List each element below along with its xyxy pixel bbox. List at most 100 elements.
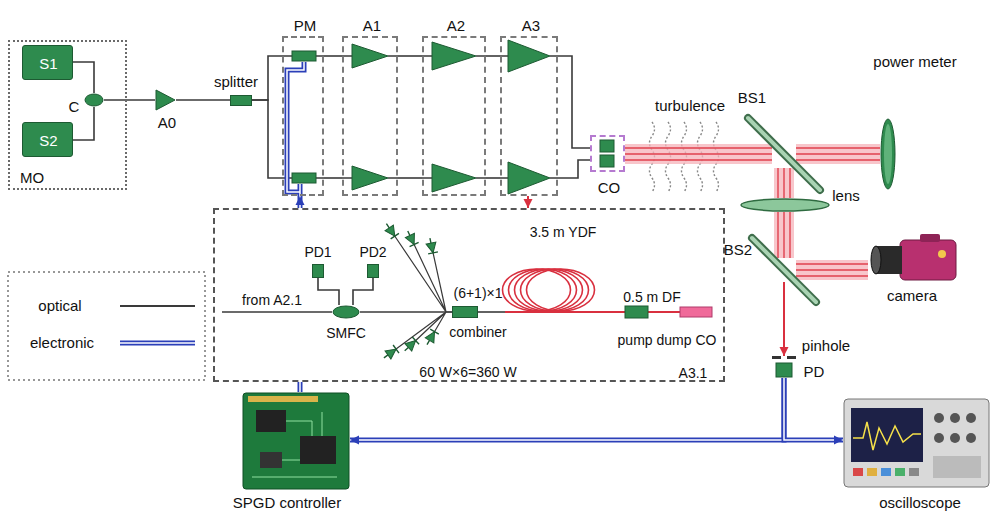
collimator xyxy=(600,155,614,167)
amplifier-symbol xyxy=(508,40,550,72)
connector xyxy=(778,168,790,198)
detector-face xyxy=(884,124,892,184)
connector xyxy=(780,282,789,356)
connector xyxy=(324,56,342,57)
pinhole-plate xyxy=(787,356,796,359)
seed-source-box: S2 xyxy=(22,122,73,157)
label-text: turbulence xyxy=(655,97,725,114)
arrowhead xyxy=(834,436,843,445)
connector xyxy=(73,62,94,93)
connector xyxy=(486,178,500,179)
amplifier-symbol xyxy=(352,166,388,190)
lens-shape xyxy=(740,198,830,212)
connector xyxy=(558,160,590,178)
scope-button xyxy=(881,468,891,476)
collimator-box: CO xyxy=(590,135,625,172)
fiber-coil-shape xyxy=(505,262,592,318)
legend-frame xyxy=(8,272,205,380)
connector xyxy=(778,212,790,258)
label-text: optical xyxy=(38,297,81,314)
scope-button xyxy=(909,468,919,476)
connector xyxy=(558,56,590,148)
beam-band xyxy=(796,260,868,280)
fiber-line xyxy=(222,311,332,313)
plate-face xyxy=(748,118,820,190)
diode-bar xyxy=(423,329,439,347)
phase-modulator xyxy=(292,51,316,61)
camera-light xyxy=(938,250,946,258)
coil-loop xyxy=(527,269,595,311)
fiber-line xyxy=(104,99,155,101)
scope-body xyxy=(844,399,989,487)
beam-ray xyxy=(796,159,880,160)
signal-wire xyxy=(350,378,784,440)
plate-edge xyxy=(748,118,820,190)
legend-optical-sample xyxy=(120,305,195,307)
circuit-board xyxy=(243,393,349,489)
combiner-box-shape xyxy=(452,306,478,318)
label-text: A0 xyxy=(158,114,176,131)
diode-bar xyxy=(382,221,399,239)
label-text: 60 W×6=360 W xyxy=(419,364,516,380)
photodiode-box-shape xyxy=(367,264,379,278)
label-text: PD2 xyxy=(359,244,386,260)
plate-edge xyxy=(752,238,816,302)
legend-electronic-sample xyxy=(120,341,195,346)
connector xyxy=(176,100,230,101)
diode-body xyxy=(385,345,399,359)
diode-body xyxy=(405,233,418,246)
amplifier-symbol xyxy=(508,162,550,194)
amplifier-triangle-shape xyxy=(155,89,176,111)
combiner-box: (6+1)×1combiner xyxy=(452,306,478,318)
oscilloscope: oscilloscope xyxy=(843,398,990,488)
fiber-line xyxy=(486,55,500,57)
label-text: PM xyxy=(294,17,317,34)
beam-band xyxy=(774,212,794,258)
fiber-coil: 3.5 m YDF xyxy=(505,262,592,318)
connector xyxy=(398,178,422,179)
photodetector: PD xyxy=(772,356,796,378)
pump-diode xyxy=(403,229,418,247)
scope-knob xyxy=(950,413,960,423)
box-shape xyxy=(368,265,379,278)
connector xyxy=(524,196,533,208)
box-shape xyxy=(313,265,324,278)
connector xyxy=(486,56,500,57)
label-text: A2 xyxy=(447,17,465,34)
amplifier-stage-box: A3 xyxy=(500,36,558,196)
ellipse-shape xyxy=(333,306,359,318)
connector xyxy=(104,100,155,101)
label-text: pump dump CO xyxy=(618,332,717,348)
fiber-line xyxy=(486,177,500,179)
box-shape xyxy=(453,307,478,318)
signal-wire-core xyxy=(350,378,784,440)
photodetector-shape xyxy=(772,356,796,378)
fiber-line xyxy=(353,278,373,305)
board-trace xyxy=(252,412,337,477)
diode-body xyxy=(425,329,439,343)
coil-loop xyxy=(515,269,583,311)
phase-modulator-group: PM xyxy=(282,36,324,196)
label-text: A3 xyxy=(522,17,540,34)
fiber-coupler: SMFC xyxy=(332,305,360,319)
scope-button xyxy=(895,468,905,476)
fiber-line xyxy=(318,278,339,305)
lens-shape xyxy=(741,199,829,211)
legend-electronic-core xyxy=(120,342,195,344)
beam-ray xyxy=(777,168,778,198)
fiber-line xyxy=(342,56,558,178)
beam-ray xyxy=(625,159,772,160)
scope-knob xyxy=(966,433,976,443)
fiber-line xyxy=(73,62,94,93)
connector xyxy=(398,56,422,57)
connector xyxy=(324,178,342,179)
beam-ray xyxy=(796,275,868,276)
amplifier-symbol xyxy=(432,42,476,70)
pump-diode xyxy=(401,337,419,355)
scope-screen xyxy=(851,408,923,462)
board-header xyxy=(248,396,318,402)
pump-dump xyxy=(625,306,648,318)
beam-ray xyxy=(777,212,778,258)
board-chip xyxy=(256,410,286,432)
beam-ray xyxy=(796,153,880,154)
